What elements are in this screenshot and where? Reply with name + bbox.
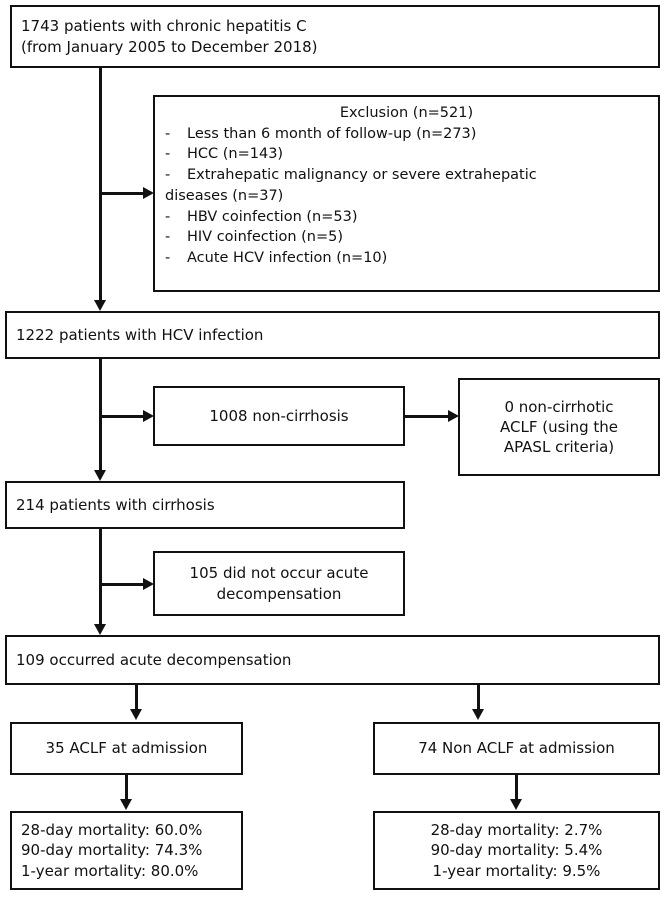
- connector-enrolled-to-hcv: [99, 68, 102, 307]
- non-aclf-mortality-90-day: 90-day mortality: 5.4%: [430, 841, 603, 860]
- exclusion-title: Exclusion (n=521): [339, 105, 474, 121]
- enrolled-line-2: (from January 2005 to December 2018): [21, 37, 318, 56]
- connector-hcv-to-cirrhosis: [99, 359, 102, 476]
- bullet-dash-icon: -: [165, 229, 171, 246]
- cirrhosis-label: 214 patients with cirrhosis: [16, 495, 215, 514]
- exclusion-item: -Acute HCV infection (n=10): [165, 248, 648, 269]
- bullet-dash-icon: -: [165, 125, 171, 142]
- decompensation-label: 109 occurred acute decompensation: [16, 650, 292, 669]
- exclusion-item-continuation: diseases (n=37): [165, 187, 284, 204]
- aclf-mortality-1-year: 1-year mortality: 80.0%: [21, 861, 199, 880]
- arrowhead-enrolled-to-hcv: [94, 300, 106, 311]
- exclusion-item: -HCC (n=143): [165, 144, 648, 165]
- aclf-mortality-90-day: 90-day mortality: 74.3%: [21, 841, 203, 860]
- arrowhead-cirrhosis-to-decompensation: [94, 624, 106, 635]
- no-decompensation-line-1: 105 did not occur acute: [189, 564, 369, 583]
- connector-decompensation-to-aclf: [135, 685, 138, 714]
- connector-cirrhosis-to-decompensation: [99, 529, 102, 631]
- node-non-aclf-mortality: 28-day mortality: 2.7% 90-day mortality:…: [373, 811, 660, 890]
- non-cirrhotic-aclf-line-3: APASL criteria): [503, 438, 615, 457]
- node-exclusion: Exclusion (n=521) -Less than 6 month of …: [153, 95, 660, 292]
- connector-cirrhosis-to-no-decompensation: [101, 583, 145, 586]
- exclusion-item: -HIV coinfection (n=5): [165, 227, 648, 248]
- bullet-dash-icon: -: [165, 208, 171, 225]
- arrowhead-hcv-to-cirrhosis: [94, 470, 106, 481]
- arrowhead-decompensation-to-aclf: [130, 709, 142, 720]
- aclf-mortality-28-day: 28-day mortality: 60.0%: [21, 821, 203, 840]
- enrolled-line-1: 1743 patients with chronic hepatitis C: [21, 17, 307, 36]
- arrowhead-non-cirrhosis-to-aclf: [448, 410, 459, 422]
- connector-decompensation-to-non-aclf: [477, 685, 480, 714]
- node-acute-decompensation: 109 occurred acute decompensation: [5, 635, 660, 685]
- exclusion-item: -Less than 6 month of follow-up (n=273): [165, 124, 648, 145]
- connector-aclf-to-mortality: [125, 775, 128, 804]
- exclusion-item-text: Acute HCV infection (n=10): [187, 250, 388, 267]
- exclusion-item: -HBV coinfection (n=53): [165, 207, 648, 228]
- connector-non-cirrhosis-to-aclf: [405, 415, 450, 418]
- exclusion-item: -Extrahepatic malignancy or severe extra…: [165, 165, 648, 186]
- arrowhead-aclf-to-mortality: [120, 799, 132, 810]
- exclusion-item-text: HIV coinfection (n=5): [187, 229, 344, 246]
- node-enrolled-cohort: 1743 patients with chronic hepatitis C (…: [10, 5, 660, 68]
- connector-hcv-to-non-cirrhosis: [101, 415, 145, 418]
- node-non-cirrhosis: 1008 non-cirrhosis: [153, 386, 405, 446]
- node-hcv-infection: 1222 patients with HCV infection: [5, 311, 660, 359]
- arrowhead-enrolled-to-exclusion: [143, 187, 154, 199]
- exclusion-item-text: HCC (n=143): [187, 146, 284, 163]
- non-cirrhosis-label: 1008 non-cirrhosis: [209, 406, 349, 425]
- arrowhead-hcv-to-non-cirrhosis: [143, 410, 154, 422]
- arrowhead-non-aclf-to-mortality: [510, 799, 522, 810]
- non-cirrhotic-aclf-line-1: 0 non-cirrhotic: [504, 397, 614, 416]
- node-no-acute-decompensation: 105 did not occur acute decompensation: [153, 551, 405, 616]
- connector-non-aclf-to-mortality: [515, 775, 518, 804]
- arrowhead-decompensation-to-non-aclf: [472, 709, 484, 720]
- exclusion-item-text: HBV coinfection (n=53): [187, 208, 358, 225]
- exclusion-item-text: Less than 6 month of follow-up (n=273): [187, 125, 477, 142]
- non-aclf-mortality-28-day: 28-day mortality: 2.7%: [430, 821, 603, 840]
- exclusion-item-text: Extrahepatic malignancy or severe extrah…: [187, 167, 537, 184]
- bullet-dash-icon: -: [165, 167, 171, 184]
- node-non-cirrhotic-aclf: 0 non-cirrhotic ACLF (using the APASL cr…: [458, 378, 660, 476]
- non-aclf-admission-label: 74 Non ACLF at admission: [418, 739, 615, 758]
- node-aclf-at-admission: 35 ACLF at admission: [10, 722, 243, 775]
- non-cirrhotic-aclf-line-2: ACLF (using the: [500, 417, 618, 436]
- non-aclf-mortality-1-year: 1-year mortality: 9.5%: [432, 861, 601, 880]
- bullet-dash-icon: -: [165, 146, 171, 163]
- aclf-admission-label: 35 ACLF at admission: [45, 739, 208, 758]
- node-non-aclf-at-admission: 74 Non ACLF at admission: [373, 722, 660, 775]
- bullet-dash-icon: -: [165, 250, 171, 267]
- connector-enrolled-to-exclusion: [101, 192, 145, 195]
- node-cirrhosis: 214 patients with cirrhosis: [5, 481, 405, 529]
- arrowhead-cirrhosis-to-no-decompensation: [143, 578, 154, 590]
- hcv-infection-label: 1222 patients with HCV infection: [16, 325, 264, 344]
- node-aclf-mortality: 28-day mortality: 60.0% 90-day mortality…: [10, 811, 243, 890]
- no-decompensation-line-2: decompensation: [216, 584, 342, 603]
